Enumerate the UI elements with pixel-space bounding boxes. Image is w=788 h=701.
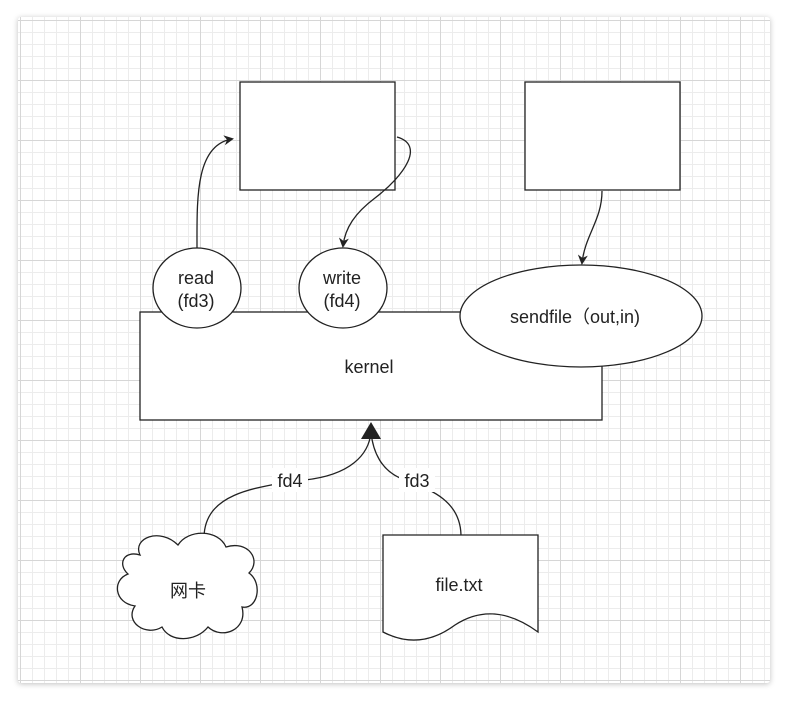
write-node (298, 247, 388, 329)
sendfile-node (459, 264, 703, 368)
user-buffer-box-left (239, 81, 396, 191)
file-label: file.txt (435, 575, 482, 595)
sendfile-label: sendfile（out,in) (510, 307, 640, 327)
arrowhead-into-kernel-icon (361, 422, 381, 439)
nic-label: 网卡 (170, 581, 206, 601)
user-buffer-box-right (524, 81, 681, 191)
cloud-shape (116, 532, 258, 640)
edge-label-fd4: fd4 (277, 471, 302, 491)
edge-read-to-buffer (196, 135, 234, 249)
write-label: write (322, 268, 361, 288)
edge-buffer-to-sendfile (577, 190, 603, 265)
read-label: read (178, 268, 214, 288)
write-fd-label: (fd4) (323, 291, 360, 311)
fd4-label-bg (272, 468, 308, 492)
kernel-label: kernel (344, 357, 393, 377)
document-shape (382, 534, 539, 641)
edge-label-fd3: fd3 (404, 471, 429, 491)
edge-buffer-to-write (338, 136, 411, 248)
fd3-label-bg (399, 468, 435, 492)
read-fd-label: (fd3) (177, 291, 214, 311)
read-node (152, 247, 242, 329)
